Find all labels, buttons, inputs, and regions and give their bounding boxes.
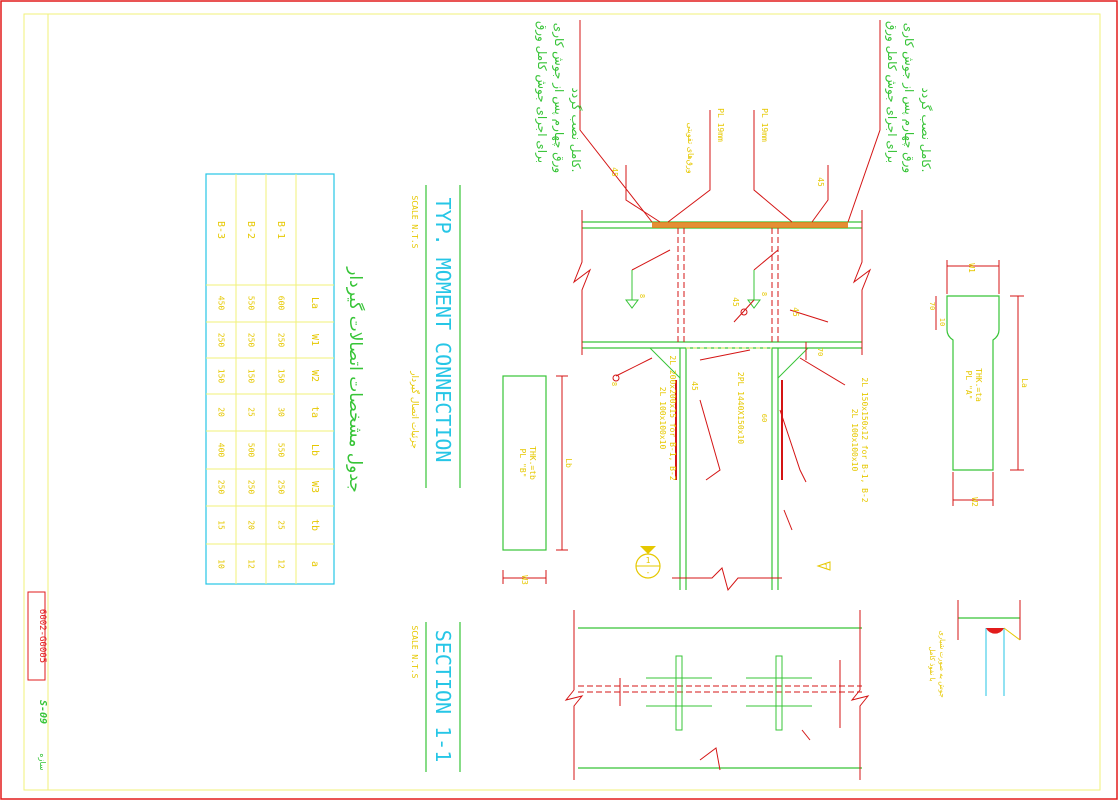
moment-connection-elevation: 70 1 - 1 [572, 20, 881, 592]
sheet-code: S-09 [37, 700, 48, 724]
main-scale: SCALE N.T.S [410, 196, 419, 249]
section-sheet: - [646, 568, 651, 577]
detail-note-2: با نفوذ کامل [928, 646, 936, 681]
l-right-2: 2L 150x150x12 for B-1, B-2 [860, 377, 869, 502]
table-cell: 250 [277, 333, 286, 348]
sheet-info: 6002-G0005 S-09 سازه [27, 591, 48, 771]
table-header-cell: W1 [309, 334, 320, 346]
table-cell: 150 [247, 369, 256, 384]
main-subtitle: جزئیات اتصال گیردار [409, 370, 421, 449]
table-cell: 20 [217, 407, 226, 417]
table-cell: 12 [247, 559, 256, 569]
table-cell: 500 [247, 443, 256, 458]
weld-8b: 8 [760, 292, 768, 296]
table-row-id: B-3 [215, 221, 226, 239]
table-row-id: B-1 [275, 221, 286, 239]
table-row-id: B-2 [245, 221, 256, 239]
table-header-cell: tb [309, 519, 320, 531]
table-cell: 600 [277, 296, 286, 311]
l-right-1: 2L 100x100x10 [850, 409, 859, 472]
section-scale: SCALE N.T.S [410, 626, 419, 679]
note-right-2: ورق چهارم پس از جوش کاری [901, 23, 916, 173]
table-header-cell: La [309, 297, 320, 309]
table-cell: 450 [217, 296, 226, 311]
dim-70b: 70 [928, 302, 936, 310]
table-header-cell: a [309, 561, 320, 567]
dim-60: 60 [760, 414, 768, 422]
weld-type: 1 [824, 563, 828, 571]
note-left-1: برای اجرای جوش کامل ورق [534, 21, 549, 163]
sheet-number: 6002-G0005 [37, 609, 47, 663]
table-cell: 250 [217, 333, 226, 348]
table-cell: 550 [247, 296, 256, 311]
table-cell: 10 [217, 559, 226, 569]
section-1-1-drawing [564, 610, 870, 780]
table-cell: 12 [277, 559, 286, 569]
pl-19-left: PL 19mm [716, 108, 725, 142]
note-right-3: کامل نصب گردد. [918, 88, 933, 173]
dim-la: La [1020, 378, 1029, 388]
main-title: TYP. MOMENT CONNECTION [431, 198, 455, 463]
angle-2: 45 [816, 177, 825, 187]
table-cell: 15 [217, 520, 226, 530]
note-mid: ورق‌های تقویتی [686, 122, 695, 173]
table-header-cell: W3 [309, 481, 320, 493]
l-left-2: 2L 200x200x15 for B-1, B-2 [668, 355, 677, 480]
table-cell: 30 [277, 407, 286, 417]
table-cell: 250 [217, 480, 226, 495]
table-header-cell: W2 [309, 370, 320, 382]
table-header-cell: Lb [309, 444, 320, 456]
weld-detail: جوش به صورت شیاری با نفوذ کامل [928, 600, 1021, 698]
sheet-footer: سازه [38, 753, 47, 770]
pl-a-thk: THK.=ta [974, 368, 983, 402]
angle-3: 45 [731, 297, 740, 307]
pl-19-right: PL 19mm [760, 108, 769, 142]
table-cell: 250 [247, 480, 256, 495]
title-block: TYP. MOMENT CONNECTION SCALE N.T.S جزئیا… [409, 185, 461, 488]
angle-5: 45 [690, 381, 699, 391]
table-cell: 150 [277, 369, 286, 384]
weld-8c: 8 [610, 382, 618, 386]
pl-b-label: PL "B" [518, 449, 527, 478]
dim-w1: W1 [967, 263, 976, 273]
plate-a-detail: W1 W2 La 70 10 PL "A" THK.=ta [928, 260, 1029, 507]
table-title: جدول مشخصات اتصالات گیردار [345, 266, 366, 493]
section-title: SECTION 1-1 [431, 630, 455, 762]
detail-note-1: جوش به صورت شیاری [938, 630, 946, 697]
table-cell: 250 [277, 480, 286, 495]
dim-w3: W3 [520, 575, 529, 585]
inner-frame [23, 13, 1101, 791]
angle-1: 45 [610, 167, 619, 177]
table-cell: 400 [217, 443, 226, 458]
table-cell: 150 [217, 369, 226, 384]
table-header-cell: ta [309, 406, 320, 418]
note-right-1: برای اجرای جوش کامل ورق [884, 21, 899, 163]
pl-mid: 2PL 1440X150x10 [736, 372, 745, 444]
dim-70a: 70 [816, 348, 824, 356]
table-cell: 250 [247, 333, 256, 348]
table-cell: 25 [277, 520, 286, 530]
angle-4: 45 [791, 307, 800, 317]
note-left-2: ورق چهارم پس از جوش کاری [551, 23, 566, 173]
dim-w2: W2 [970, 497, 979, 507]
section-title-block: SECTION 1-1 SCALE N.T.S [410, 622, 461, 772]
table-cell: 550 [277, 443, 286, 458]
pl-b-thk: THK.=tb [528, 446, 537, 480]
note-left-3: کامل نصب گردد. [568, 88, 583, 173]
section-mark: 1 [646, 556, 651, 565]
plate-b-detail: Lb W3 PL "B" THK.=tb [502, 375, 573, 585]
table-cell: 20 [247, 520, 256, 530]
l-left-1: 2L 100x100x10 [658, 387, 667, 450]
pl-a-label: PL "A" [964, 371, 973, 400]
dim-10: 10 [938, 318, 946, 326]
table-cell: 25 [247, 407, 256, 417]
dim-lb: Lb [564, 458, 573, 468]
weld-8a: 8 [638, 294, 646, 298]
